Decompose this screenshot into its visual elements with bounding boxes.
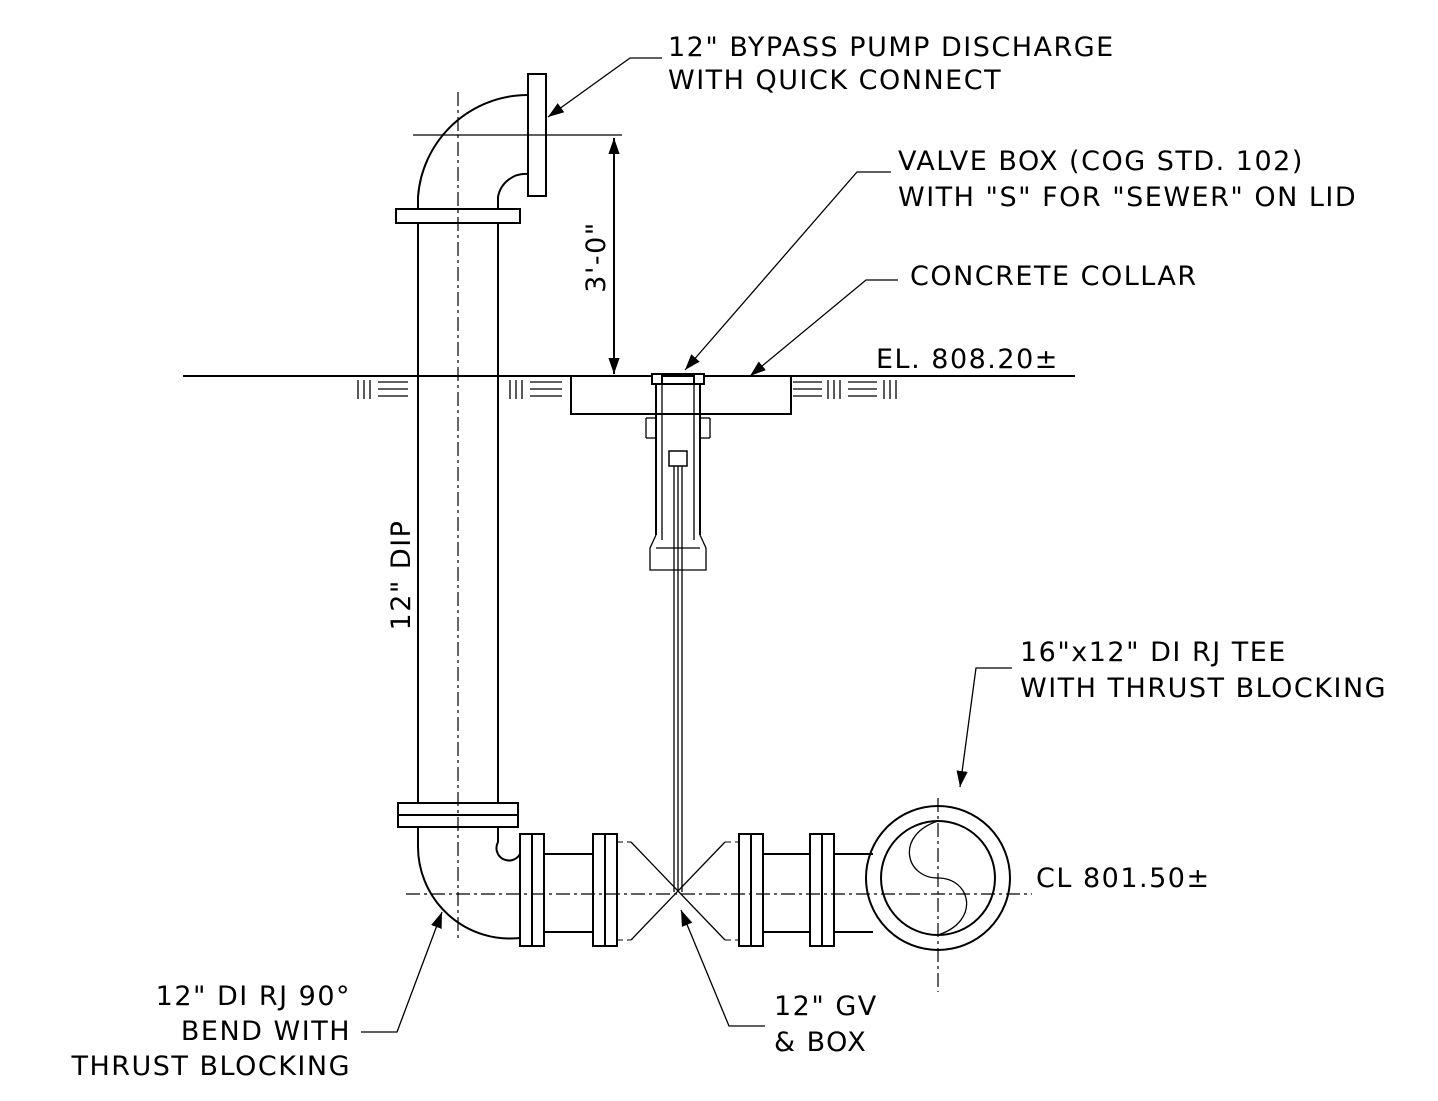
soil-hatch — [357, 380, 897, 399]
leader-lines — [361, 57, 1012, 1033]
bend-label-line3: THRUST BLOCKING — [70, 1051, 351, 1082]
gate-valve-label-line2: & BOX — [774, 1027, 867, 1058]
dimension-3ft — [413, 134, 622, 374]
centerlines — [406, 92, 1032, 992]
dimension-label: 3'-0" — [581, 221, 612, 292]
bend-label-line2: BEND WITH — [181, 1016, 351, 1047]
pipe-label: 12" DIP — [386, 520, 417, 631]
tee-label-line1: 16"x12" DI RJ TEE — [1020, 637, 1287, 668]
top-bend — [417, 73, 547, 209]
valve-box-label-line1: VALVE BOX (COG STD. 102) — [898, 146, 1304, 177]
gate-valve-label-line1: 12" GV — [774, 991, 878, 1022]
tee-label-line2: WITH THRUST BLOCKING — [1020, 673, 1387, 704]
bend-label-line1: 12" DI RJ 90° — [156, 981, 351, 1012]
horizontal-pipe-run — [519, 833, 873, 947]
bottom-bend — [416, 827, 521, 940]
valve-box-label-line2: WITH "S" FOR "SEWER" ON LID — [898, 182, 1357, 213]
centerline-elevation-label: CL 801.50± — [1036, 863, 1211, 894]
ground-elevation-label: EL. 808.20± — [876, 344, 1059, 375]
bypass-label-line2: WITH QUICK CONNECT — [668, 65, 1002, 96]
valve-box — [645, 373, 711, 571]
vertical-riser-pipe — [395, 208, 521, 828]
bypass-label-line1: 12" BYPASS PUMP DISCHARGE — [668, 32, 1115, 63]
concrete-collar-label: CONCRETE COLLAR — [910, 261, 1198, 292]
valve-stem — [668, 450, 688, 892]
